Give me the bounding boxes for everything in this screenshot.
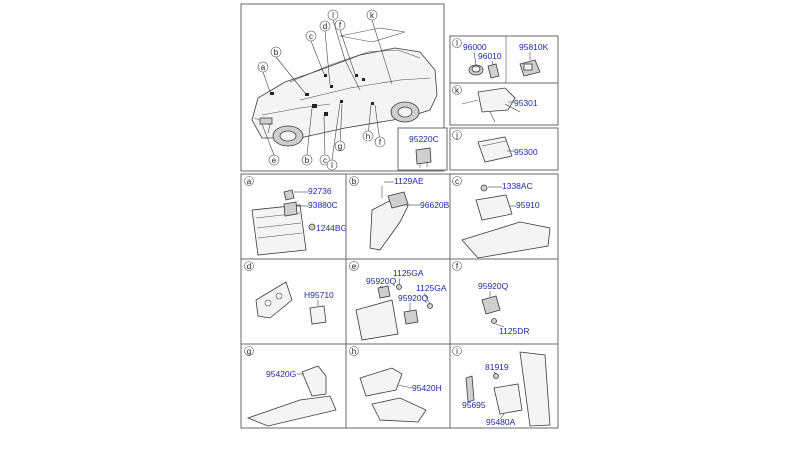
panel-l-frame: [449, 35, 559, 84]
part-1125GA-1[interactable]: 1125GA: [393, 268, 424, 278]
callout-c: c: [309, 32, 313, 41]
panel-b-tag: b: [352, 177, 357, 186]
callout-b2: b: [305, 156, 310, 165]
part-96000[interactable]: 96000: [463, 42, 487, 52]
panel-c: c 1338AC 95910: [449, 173, 559, 260]
panel-f: f 95920Q 1125DR: [449, 258, 559, 345]
panel-a: a 92736 93880C 1244BG: [240, 173, 347, 260]
panel-f-tag: f: [456, 262, 459, 271]
callout-h: h: [366, 132, 370, 141]
panel-j-frame: [449, 127, 559, 171]
panel-g: g 95420G: [240, 343, 347, 429]
callout-l: l: [332, 11, 334, 20]
callout-f2: f: [379, 138, 382, 147]
callout-g: g: [338, 142, 342, 151]
overview-callouts: a b c d l f k e b c l g h f: [257, 9, 386, 171]
part-1129AE[interactable]: 1129AE: [394, 176, 424, 186]
panel-j: j 95300: [449, 127, 559, 171]
part-1125GA-2[interactable]: 1125GA: [416, 283, 447, 293]
part-95810K[interactable]: 95810K: [519, 42, 549, 52]
part-95910[interactable]: 95910: [516, 200, 540, 210]
panel-l: l 96000 96010 95810K: [449, 35, 559, 84]
callout-a: a: [261, 63, 266, 72]
callout-d: d: [323, 22, 327, 31]
part-96010[interactable]: 96010: [478, 51, 502, 61]
part-95920Q-1[interactable]: 95920Q: [366, 276, 397, 286]
part-95420H[interactable]: 95420H: [412, 383, 442, 393]
panel-h-tag: h: [352, 347, 356, 356]
panel-e: e 1125GA 95920Q 1125GA 95920Q: [345, 258, 451, 345]
part-95920Q-f[interactable]: 95920Q: [478, 281, 509, 291]
panel-l-tag: l: [456, 39, 458, 48]
callout-k: k: [370, 11, 375, 20]
panel-b: b 1129AE 96620B: [345, 173, 451, 260]
panel-g-tag: g: [247, 347, 251, 356]
callout-l2: l: [331, 161, 333, 170]
part-93880C[interactable]: 93880C: [308, 200, 338, 210]
callout-c2: c: [323, 156, 327, 165]
overview-leaders: [261, 19, 383, 161]
part-1338AC[interactable]: 1338AC: [502, 181, 533, 191]
panel-a-tag: a: [247, 177, 252, 186]
part-81919[interactable]: 81919: [485, 362, 509, 372]
part-1244BG[interactable]: 1244BG: [316, 223, 347, 233]
part-H95710[interactable]: H95710: [304, 290, 334, 300]
panel-h: h 95420H: [345, 343, 451, 429]
vehicle-overview: a b c d l f k e b c l g h f: [240, 3, 445, 172]
vehicle-drawing: [251, 27, 438, 147]
panel-i-tag: i: [456, 347, 458, 356]
part-95695[interactable]: 95695: [462, 400, 486, 410]
callout-b: b: [274, 48, 279, 57]
panel-k-tag: k: [455, 86, 460, 95]
part-96620B[interactable]: 96620B: [420, 200, 450, 210]
panel-j-tag: j: [455, 131, 458, 140]
panel-c-tag: c: [455, 177, 459, 186]
panel-relay: 95220C: [397, 127, 448, 171]
part-95480A[interactable]: 95480A: [486, 417, 516, 427]
part-95301[interactable]: 95301: [514, 98, 538, 108]
callout-e: e: [272, 156, 277, 165]
part-95420G[interactable]: 95420G: [266, 369, 296, 379]
callout-f: f: [339, 21, 342, 30]
panel-e-tag: e: [352, 262, 357, 271]
part-95220C[interactable]: 95220C: [409, 134, 439, 144]
panel-d-tag: d: [247, 262, 251, 271]
part-1125DR[interactable]: 1125DR: [499, 326, 530, 336]
part-92736[interactable]: 92736: [308, 186, 332, 196]
panel-i: i 81919 95695 95480A: [449, 343, 559, 429]
part-95920Q-2[interactable]: 95920Q: [398, 293, 429, 303]
part-95300[interactable]: 95300: [514, 147, 538, 157]
panel-k: k 95301: [449, 82, 559, 126]
panel-d: d H95710: [240, 258, 347, 345]
panel-f-frame: [449, 258, 559, 345]
